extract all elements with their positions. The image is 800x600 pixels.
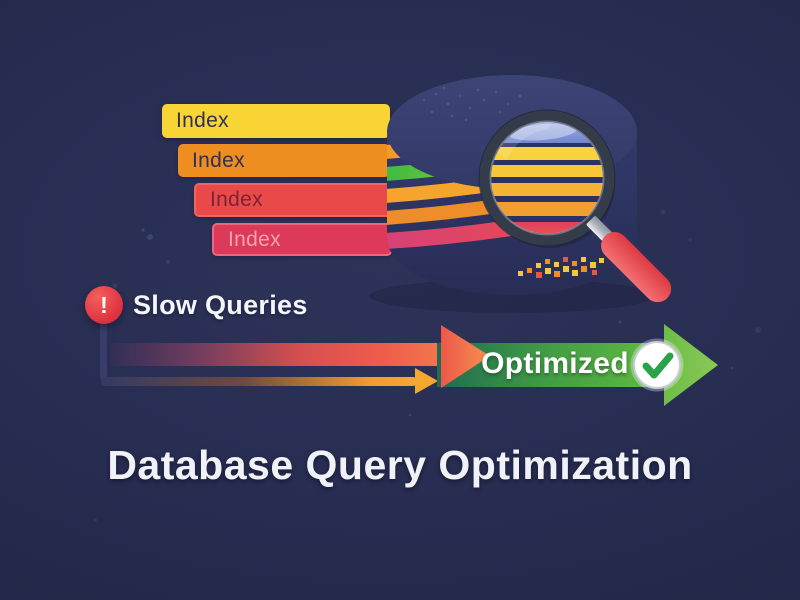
index-bar-2-label: Index bbox=[192, 148, 245, 172]
magnifier-icon bbox=[478, 109, 672, 303]
index-bar-1-label: Index bbox=[176, 109, 229, 132]
data-bits-icon bbox=[518, 257, 604, 278]
slow-arrow bbox=[110, 343, 457, 366]
index-bar-2: Index bbox=[178, 144, 390, 177]
magnifier-handle bbox=[601, 232, 672, 303]
slow-arrowhead bbox=[441, 325, 490, 388]
index-bar-3-label: Index bbox=[210, 188, 263, 211]
index-bar-3: Index bbox=[194, 183, 392, 217]
database-top-speckles bbox=[422, 86, 522, 122]
index-bar-4-label: Index bbox=[228, 227, 281, 251]
flow-arrows bbox=[100, 320, 718, 406]
thin-arrow bbox=[100, 320, 438, 394]
check-icon bbox=[630, 338, 684, 392]
index-bar-4: Index bbox=[212, 223, 392, 256]
index-bar-1: Index bbox=[162, 104, 390, 138]
